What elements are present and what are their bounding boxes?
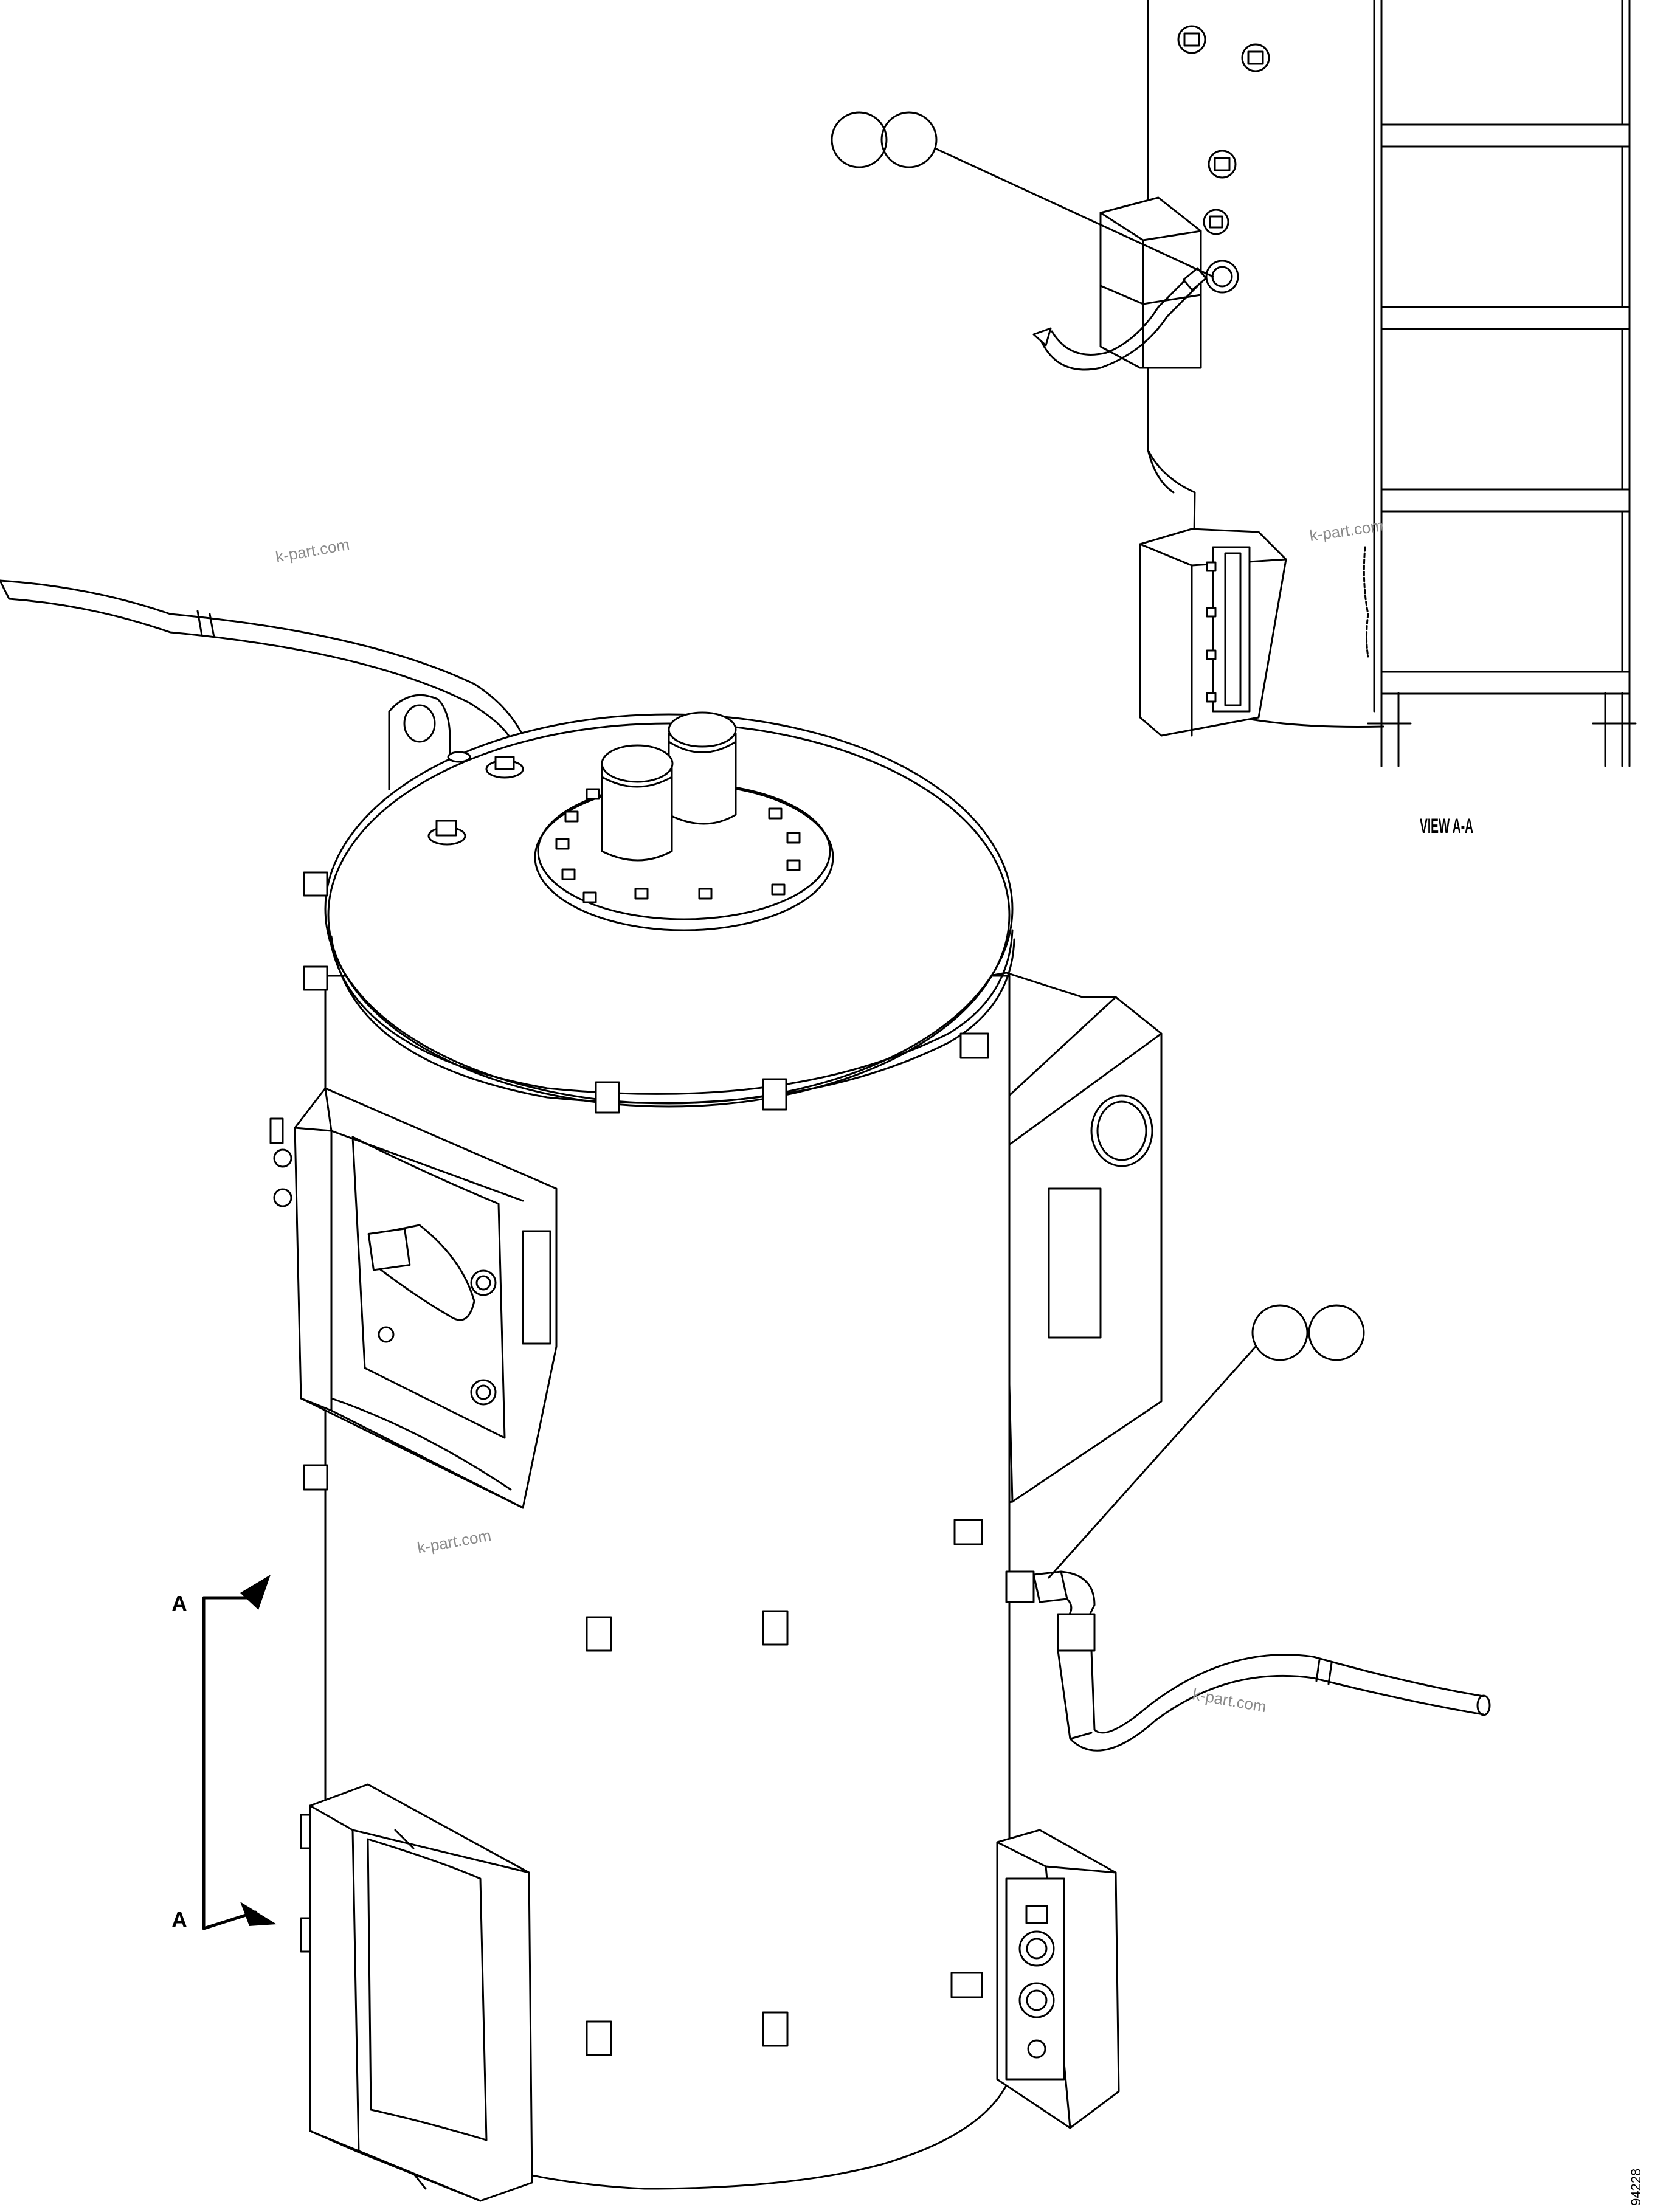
watermark-1: k-part.com [274, 535, 351, 566]
access-box-bolts [269, 1117, 292, 1207]
hose-top [0, 579, 524, 738]
lower-access-box [309, 1783, 533, 2202]
watermark-4: k-part.com [1191, 1685, 1268, 1716]
plug-assembly [367, 1224, 497, 1406]
reference-balloon-1 [831, 111, 938, 168]
port-cylinder-2 [601, 744, 674, 862]
rim-lugs [303, 871, 989, 1114]
detail-small-bolts [1206, 561, 1217, 703]
terminal-bolts [1018, 1905, 1055, 2059]
section-marker: A A [171, 1575, 277, 1932]
port-cylinder-1 [668, 711, 737, 825]
tank-assembly [0, 579, 1491, 2202]
upper-access-box [269, 1087, 558, 1509]
wall-bolts [1177, 25, 1270, 294]
section-arrow-bottom [240, 1902, 277, 1926]
drawing-number: 94228 [1628, 2169, 1644, 2206]
detail-view-a-a: VIEW A-A [831, 0, 1637, 838]
flange-bolts [555, 788, 801, 903]
hose-right [1005, 1570, 1491, 1752]
section-label-bottom: A [171, 1907, 187, 1932]
reference-balloon-2 [1251, 1304, 1365, 1361]
top-fittings [427, 751, 524, 846]
manhole-flange [534, 711, 834, 931]
view-label: VIEW A-A [1420, 815, 1473, 838]
section-label-top: A [171, 1591, 187, 1616]
section-arrow-top [240, 1575, 271, 1610]
ladder-rungs [1380, 123, 1631, 695]
terminal-box [996, 1829, 1120, 2129]
